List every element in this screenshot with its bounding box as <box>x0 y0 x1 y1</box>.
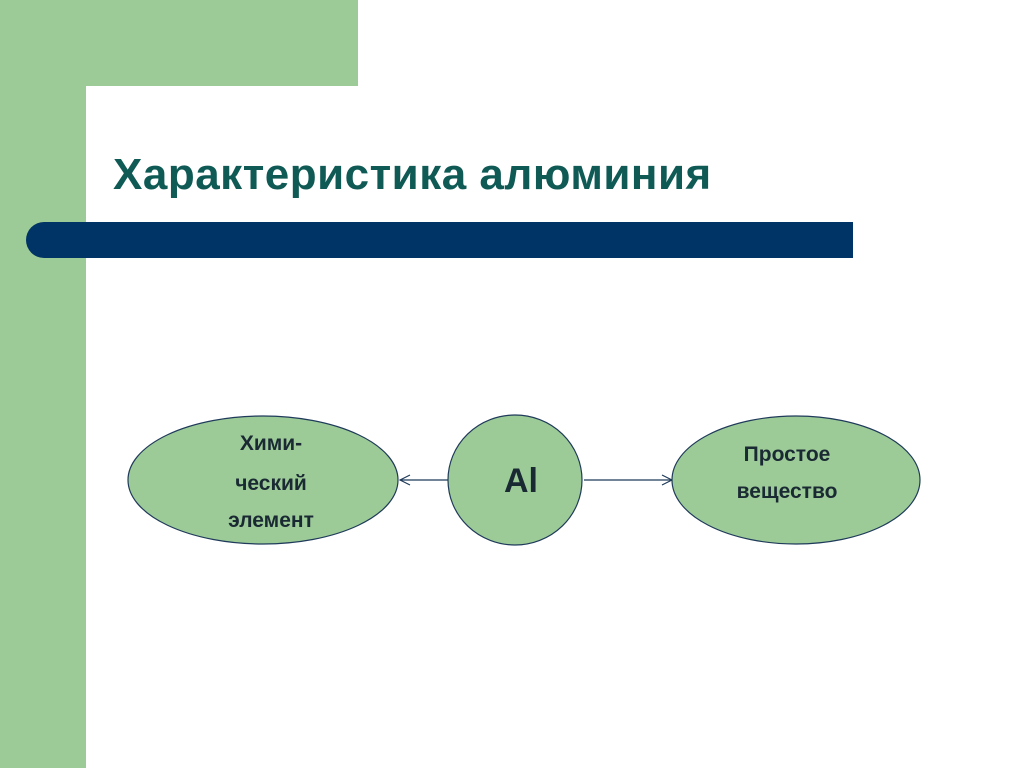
title-underline-bar <box>26 222 853 258</box>
node-simple-substance-line-2: вещество <box>737 480 838 503</box>
node-chemical-element-line-3: элемент <box>228 509 314 532</box>
node-simple-substance: Простое вещество <box>671 415 921 545</box>
background-band-left <box>0 0 86 768</box>
node-simple-substance-line-1: Простое <box>744 443 831 466</box>
node-simple-substance-shape <box>671 415 921 545</box>
slide-title: Характеристика алюминия <box>113 150 712 199</box>
content-corner <box>86 86 166 166</box>
node-chemical-element-line-2: ческий <box>235 472 307 495</box>
node-aluminium: Al <box>447 414 583 546</box>
node-chemical-element: Хими- ческий элемент <box>127 415 399 545</box>
node-chemical-element-line-1: Хими- <box>240 432 302 455</box>
node-chemical-element-shape <box>127 415 399 545</box>
background-band-top <box>0 0 358 86</box>
node-aluminium-shape <box>447 414 583 546</box>
node-aluminium-label: Al <box>504 462 538 500</box>
